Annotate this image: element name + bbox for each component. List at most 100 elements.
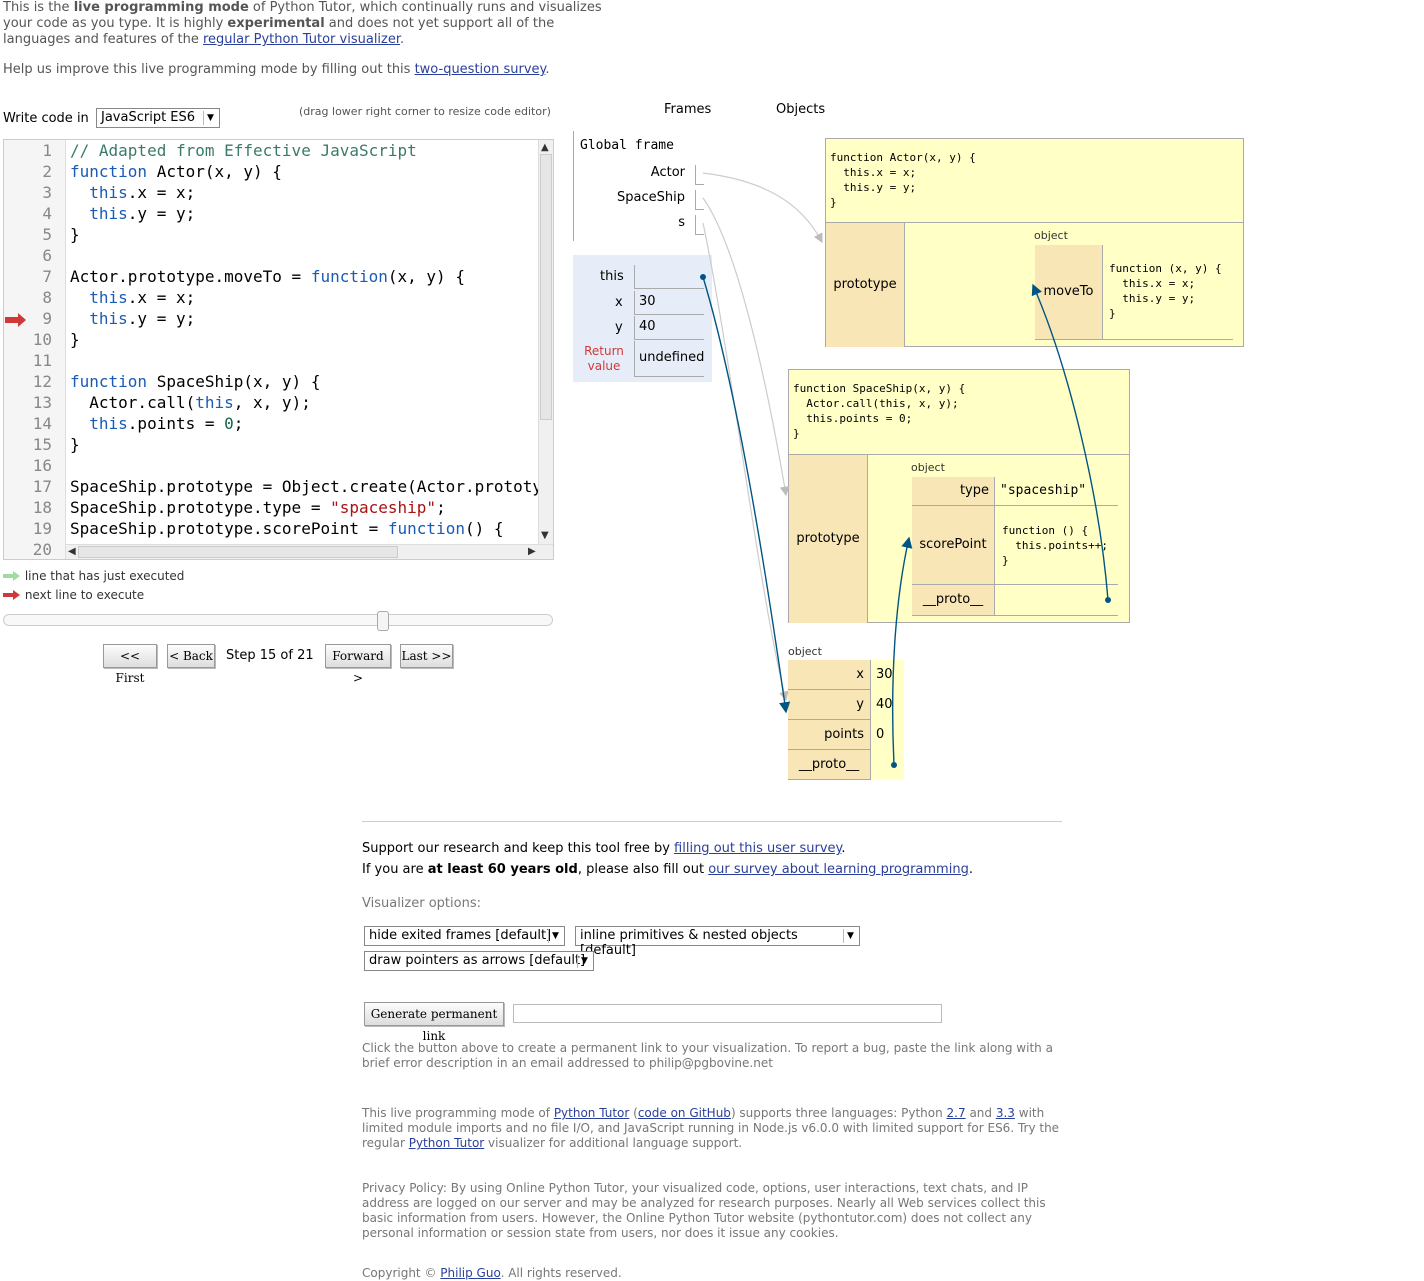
line-number: 13 [32,393,52,412]
line-number: 10 [32,330,52,349]
moveto-divider [1035,339,1233,340]
code-line-9[interactable]: 9 this.y = y; [4,308,544,329]
code-line-1[interactable]: 1// Adapted from Effective JavaScript [4,140,544,161]
dropdown-arrow-icon: ▼ [203,111,217,125]
s-points-value: 0 [876,727,885,742]
code-line-17[interactable]: 17 SpaceShip.prototype = Object.create(Ac… [4,476,544,497]
step-slider-handle[interactable] [377,611,389,631]
step-slider[interactable] [3,611,553,631]
footer-divider [362,821,1062,822]
code-text: SpaceShip.prototype = Object.create(Acto… [70,477,543,496]
user-survey-link[interactable]: filling out this user survey [674,841,842,856]
code-text: function Actor(x, y) { [70,162,282,181]
resize-hint: (drag lower right corner to resize code … [299,105,551,118]
legend-executed: line that has just executed [3,569,184,583]
s-x-value: 30 [876,667,893,682]
line-number: 16 [32,456,52,475]
proto-divider [912,615,1118,616]
actor-function-code: function Actor(x, y) { this.x = x; this.… [830,151,976,209]
python-33-link[interactable]: 3.3 [995,1106,1015,1120]
code-line-11[interactable]: 11 [4,350,544,371]
code-line-5[interactable]: 5} [4,224,544,245]
next-line-arrow-icon [3,590,20,600]
actor-prototype-object-label: object [1034,229,1068,242]
line-number: 15 [32,435,52,454]
line-number: 6 [42,246,52,265]
code-line-4[interactable]: 4 this.y = y; [4,203,544,224]
github-link[interactable]: code on GitHub [637,1106,731,1120]
code-line-13[interactable]: 13 Actor.call(this, x, y); [4,392,544,413]
step-label: Step 15 of 21 [226,648,314,663]
line-number: 11 [32,351,52,370]
scorepoint-function-code: function () { this.points++; } [1002,524,1108,567]
line-number: 20 [32,540,52,559]
scorepoint-divider [912,584,1118,585]
code-text: this.x = x; [89,183,196,202]
moveto-frame: this x 30 y 40 Return value undefined [573,255,712,382]
line-number: 18 [32,498,52,517]
code-line-15[interactable]: 15} [4,434,544,455]
scroll-down-icon[interactable]: ▼ [541,530,549,541]
python-tutor-link[interactable]: Python Tutor [553,1106,630,1120]
last-button[interactable]: Last >> [400,644,453,668]
intro-text: This is the live programming mode of Pyt… [3,0,602,47]
line-number: 17 [32,477,52,496]
code-line-3[interactable]: 3 this.x = x; [4,182,544,203]
s-points-key: points [788,720,871,750]
support-line-1: Support our research and keep this tool … [362,841,846,856]
code-line-20[interactable]: 20 [4,539,544,559]
code-line-6[interactable]: 6 [4,245,544,266]
pointers-select[interactable]: draw pointers as arrows [default]▼ [364,951,594,971]
line-number: 2 [42,162,52,181]
copyright: Copyright © Philip Guo. All rights reser… [362,1266,622,1280]
code-line-2[interactable]: 2 function Actor(x, y) { [4,161,544,182]
regular-visualizer-link[interactable]: regular Python Tutor visualizer [203,32,401,47]
scroll-up-icon[interactable]: ▲ [541,142,549,153]
spaceship-prototype-object-label: object [911,461,945,474]
about-text: This live programming mode of Python Tut… [362,1106,1060,1150]
back-button[interactable]: < Back [167,644,215,668]
generate-permanent-link-button[interactable]: Generate permanent link [364,1002,504,1043]
dropdown-arrow-icon: ▼ [843,929,857,943]
regular-python-tutor-link[interactable]: Python Tutor [408,1136,485,1150]
scroll-right-icon[interactable]: ▶ [528,546,536,557]
vertical-scrollbar[interactable]: ▲ ▼ [538,140,553,545]
first-button[interactable]: << First [103,644,157,685]
exited-frames-select[interactable]: hide exited frames [default]▼ [364,926,565,946]
actor-function-object: function Actor(x, y) { this.x = x; this.… [825,138,1244,347]
line-gutter [4,140,66,559]
legend-next: next line to execute [3,588,144,602]
horizontal-scroll-thumb[interactable] [78,546,398,558]
primitives-select[interactable]: inline primitives & nested objects [defa… [575,926,860,958]
code-line-16[interactable]: 16 [4,455,544,476]
s-object-label: object [788,645,822,658]
code-line-8[interactable]: 8 this.x = x; [4,287,544,308]
privacy-policy: Privacy Policy: By using Online Python T… [362,1181,1046,1240]
python-27-link[interactable]: 2.7 [946,1106,966,1120]
line-number: 8 [42,288,52,307]
s-pointer-arrow [702,222,789,702]
code-line-14[interactable]: 14 this.points = 0; [4,413,544,434]
code-line-10[interactable]: 10} [4,329,544,350]
learning-programming-survey-link[interactable]: our survey about learning programming [708,862,969,877]
global-var-s: s [678,215,685,230]
global-var-spaceship: SpaceShip [617,190,685,205]
philip-guo-link[interactable]: Philip Guo [440,1266,501,1280]
scroll-left-icon[interactable]: ◀ [68,546,76,557]
language-select[interactable]: JavaScript ES6 ▼ [96,108,220,128]
forward-button[interactable]: Forward > [325,644,391,685]
s-object: x 30 y 40 points 0 __proto__ [788,660,904,780]
line-number: 1 [42,141,52,160]
global-frame: Global frame Actor SpaceShip s [573,131,704,241]
horizontal-scrollbar[interactable]: ◀ ▶ [66,544,553,559]
permanent-link-input[interactable] [513,1004,942,1023]
dropdown-arrow-icon: ▼ [577,954,591,968]
vertical-scroll-thumb[interactable] [540,154,552,420]
two-question-survey-link[interactable]: two-question survey [414,62,546,77]
spaceship-prototype-key: prototype [789,455,868,623]
